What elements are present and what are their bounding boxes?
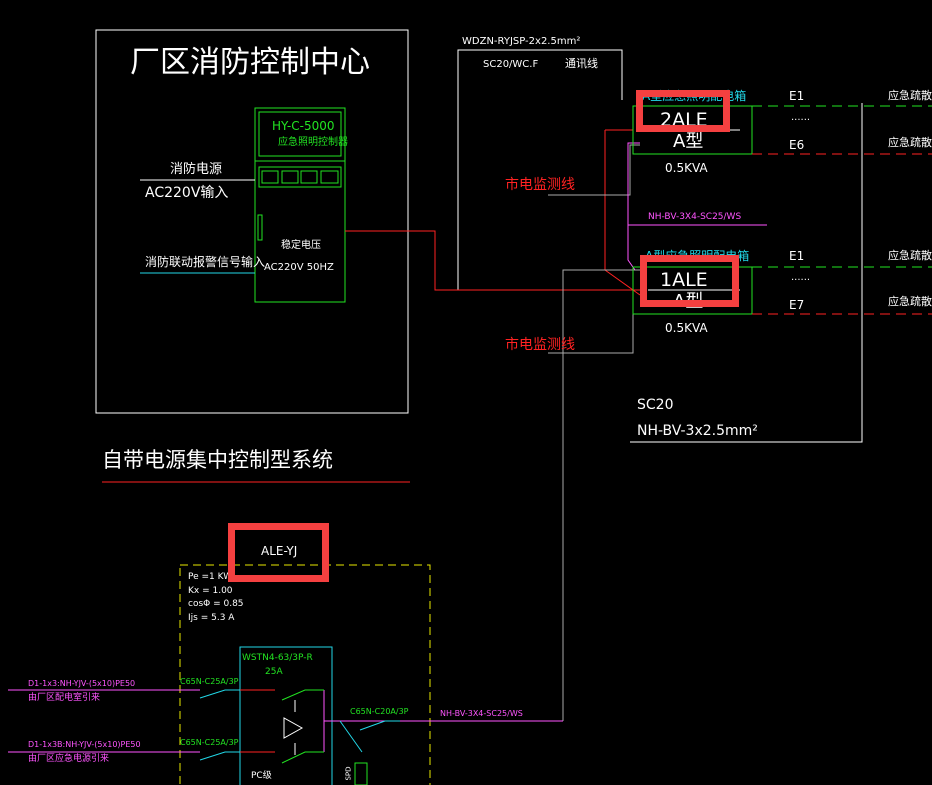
feeder2-source: 由厂区应急电源引来 <box>28 754 110 764</box>
branch-cable: NH-BV-3x2.5mm² <box>637 423 758 439</box>
spd-label: SPD <box>344 766 353 781</box>
breaker-out: C65N-C20A/3P <box>350 707 409 716</box>
comm-line-label: 通讯线 <box>565 57 598 70</box>
highlight-2ale <box>636 90 730 132</box>
panel-2ale-ellipsis: ...... <box>791 112 811 123</box>
panel-2ale-capacity: 0.5KVA <box>665 161 708 175</box>
param-ijs: Ijs = 5.3 A <box>188 613 235 623</box>
panel-1ale-load-2: 应急疏散照明 <box>888 295 932 308</box>
cabinet-model: HY-C-5000 <box>272 119 335 133</box>
ale-yj-id[interactable]: ALE-YJ <box>261 544 298 558</box>
panel-2ale-id[interactable]: 2ALE <box>660 109 708 131</box>
mains-monitor-label-2: 市电监测线 <box>505 337 575 353</box>
fire-power-label: 消防电源 <box>170 162 223 177</box>
panel-1ale-first-circuit: E1 <box>789 249 805 263</box>
panel-2ale-type: A型 <box>673 131 704 152</box>
panel-1ale-load-1: 应急疏散照明 <box>888 249 932 262</box>
panel-1ale-box <box>632 266 753 315</box>
panel-1ale-ellipsis: ...... <box>791 272 811 283</box>
highlight-ale-yj <box>228 523 329 582</box>
panel-1ale-capacity: 0.5KVA <box>665 321 708 335</box>
interconnect-cable: NH-BV-3X4-SC25/WS <box>648 212 742 222</box>
fire-power-input: AC220V输入 <box>145 185 229 201</box>
param-pe: Pe =1 KW <box>188 572 233 582</box>
panel-2ale-first-circuit: E1 <box>789 89 805 103</box>
stable-voltage-label: 稳定电压 <box>281 240 321 251</box>
panel-1ale-id[interactable]: 1ALE <box>660 269 708 291</box>
comm-conduit: SC20/WC.F <box>483 59 539 70</box>
feeder1-source: 由厂区配电室引来 <box>28 693 101 703</box>
param-cos: cosΦ = 0.85 <box>188 599 244 609</box>
ats-box <box>239 646 333 785</box>
linkage-signal-input: 消防联动报警信号输入 <box>145 255 266 269</box>
highlight-1ale <box>640 255 739 307</box>
mains-monitor-label-1: 市电监测线 <box>505 177 575 193</box>
feeder1-cable: D1-1x3:NH-YJV-(5x10)PE50 <box>28 679 136 688</box>
panel-2ale-load-1: 应急疏散照明 <box>888 89 932 102</box>
panel-1ale-last-circuit: E7 <box>789 298 805 312</box>
panel-2ale-load-2: 应急疏散照明 <box>888 136 932 149</box>
comm-cable: WDZN-RYJSP-2x2.5mm² <box>462 36 581 47</box>
breaker-in2: C65N-C25A/3P <box>180 738 239 747</box>
panel-2ale-box <box>632 105 753 155</box>
breaker-in1: C65N-C25A/3P <box>180 677 239 686</box>
system-title: 自带电源集中控制型系统 <box>102 448 333 472</box>
ats-model: WSTN4-63/3P-R <box>242 653 313 663</box>
ats-label: PC级 <box>251 771 272 781</box>
ale-yj-frame <box>179 564 431 785</box>
stable-voltage-value: AC220V 50HZ <box>264 262 334 273</box>
cabinet-name: 应急照明控制器 <box>278 137 348 148</box>
branch-conduit: SC20 <box>637 397 674 413</box>
control-center-title: 厂区消防控制中心 <box>130 45 370 80</box>
ats-rating: 25A <box>265 667 283 677</box>
feeder2-cable: D1-1x3B:NH-YJV-(5x10)PE50 <box>28 740 141 749</box>
param-kx: Kx = 1.00 <box>188 586 233 596</box>
controller-cabinet <box>254 107 346 303</box>
panel-2ale-last-circuit: E6 <box>789 138 805 152</box>
control-center-frame <box>95 29 409 414</box>
out-cable: NH-BV-3X4-SC25/WS <box>440 709 523 718</box>
